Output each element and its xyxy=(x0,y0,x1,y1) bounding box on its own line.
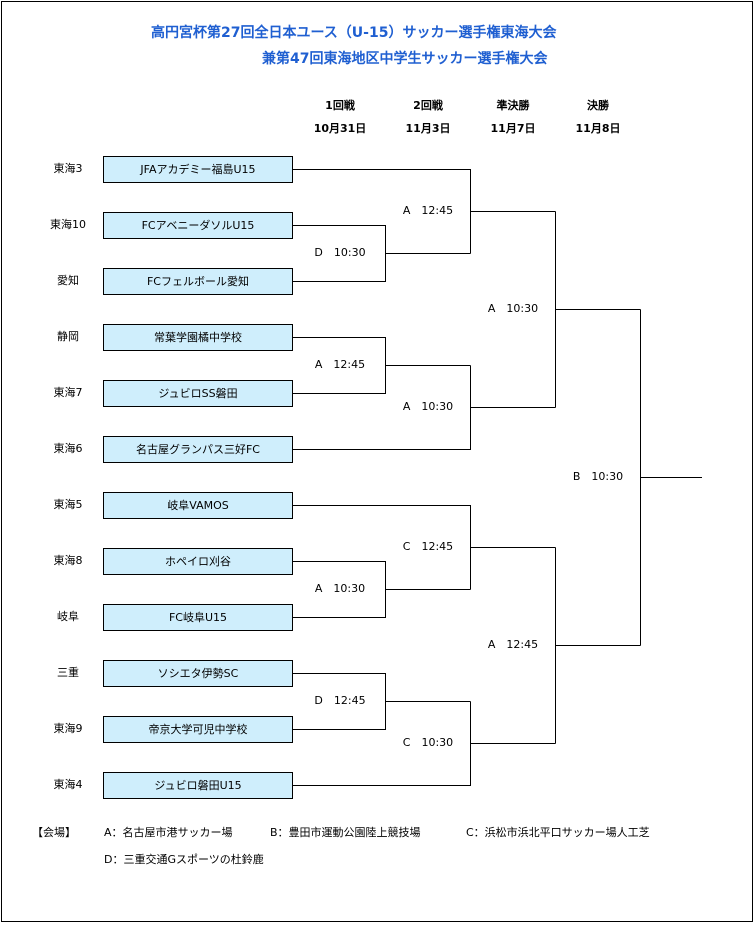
venue-c: C：浜松市浜北平口サッカー場人工芝 xyxy=(466,826,650,839)
team-box-5: ジュビロSS磐田 xyxy=(103,380,293,407)
team-seed-5: 東海7 xyxy=(53,386,83,399)
team-box-3: FCフェルボール愛知 xyxy=(103,268,293,295)
venue-a: A：名古屋市港サッカー場 xyxy=(104,826,233,839)
team-box-4: 常葉学園橘中学校 xyxy=(103,324,293,351)
team-seed-4: 静岡 xyxy=(57,330,79,343)
bracket-line-r2-2 xyxy=(293,365,471,450)
venue-heading: 【会場】 xyxy=(32,826,76,839)
bracket-line-r2-4 xyxy=(293,701,471,786)
team-box-12: ジュビロ磐田U15 xyxy=(103,772,293,799)
match-r1-2: A 12:45 xyxy=(314,358,366,371)
round-2-name: 2回戦 xyxy=(413,99,443,112)
team-box-9: FC岐阜U15 xyxy=(103,604,293,631)
team-box-2: FCアベニーダソルU15 xyxy=(103,212,293,239)
bracket-line-r2-3 xyxy=(293,505,471,590)
round-1-date: 10月31日 xyxy=(313,122,367,135)
team-box-11: 帝京大学可児中学校 xyxy=(103,716,293,743)
team-seed-10: 三重 xyxy=(57,666,79,679)
team-box-1: JFAアカデミー福島U15 xyxy=(103,156,293,183)
match-semifinal-1: A 10:30 xyxy=(487,302,539,315)
title-line-2: 兼第47回東海地区中学生サッカー選手権大会 xyxy=(262,51,548,67)
team-box-6: 名古屋グランパス三好FC xyxy=(103,436,293,463)
team-seed-2: 東海10 xyxy=(50,218,86,231)
team-seed-9: 岐阜 xyxy=(57,610,79,623)
match-r2-1: A 12:45 xyxy=(402,204,454,217)
match-r2-2: A 10:30 xyxy=(402,400,454,413)
venue-d: D：三重交通Gスポーツの杜鈴鹿 xyxy=(104,853,264,866)
semifinal-name: 準決勝 xyxy=(496,99,530,112)
team-seed-11: 東海9 xyxy=(53,722,83,735)
team-seed-6: 東海6 xyxy=(53,442,83,455)
team-seed-7: 東海5 xyxy=(53,498,83,511)
final-date: 11月8日 xyxy=(575,122,621,135)
match-r1-4: D 12:45 xyxy=(314,694,366,707)
round-2-date: 11月3日 xyxy=(405,122,451,135)
match-r2-4: C 10:30 xyxy=(402,736,454,749)
team-seed-1: 東海3 xyxy=(53,162,83,175)
match-semifinal-2: A 12:45 xyxy=(487,638,539,651)
venue-b: B：豊田市運動公園陸上競技場 xyxy=(270,826,421,839)
team-box-10: ソシエタ伊勢SC xyxy=(103,660,293,687)
match-r1-1: D 10:30 xyxy=(314,246,366,259)
final-name: 決勝 xyxy=(587,99,609,112)
match-r1-3: A 10:30 xyxy=(314,582,366,595)
team-seed-3: 愛知 xyxy=(57,274,79,287)
match-final: B 10:30 xyxy=(572,470,624,483)
match-r2-3: C 12:45 xyxy=(402,540,454,553)
round-1-name: 1回戦 xyxy=(325,99,355,112)
bracket-line-r2-1 xyxy=(293,169,471,254)
team-seed-8: 東海8 xyxy=(53,554,83,567)
team-seed-12: 東海4 xyxy=(53,778,83,791)
semifinal-date: 11月7日 xyxy=(490,122,536,135)
team-box-7: 岐阜VAMOS xyxy=(103,492,293,519)
title-line-1: 高円宮杯第27回全日本ユース（U-15）サッカー選手権東海大会 xyxy=(151,25,557,41)
team-box-8: ホペイロ刈谷 xyxy=(103,548,293,575)
